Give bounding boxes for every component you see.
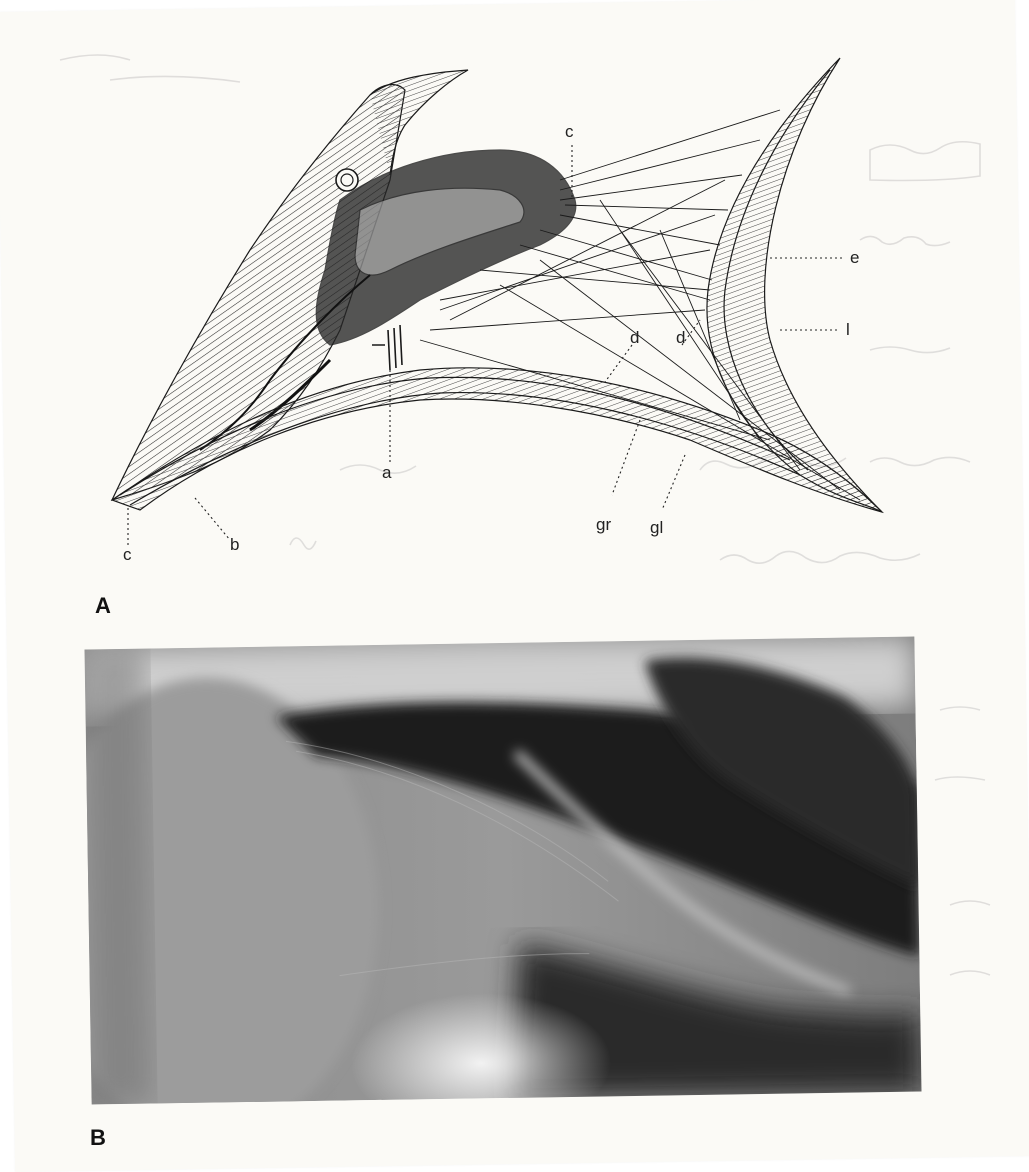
label-l: l [846, 320, 850, 340]
photo-rendering [84, 637, 921, 1105]
label-a: a [382, 463, 391, 483]
panel-label-a: A [95, 593, 111, 619]
label-gr: gr [596, 515, 611, 535]
label-c-bottom: c [123, 545, 132, 565]
label-e: e [850, 248, 859, 268]
small-circle [336, 169, 358, 191]
leader-b [195, 498, 230, 540]
leader-gr [612, 420, 640, 495]
panel-label-b: B [90, 1125, 106, 1151]
label-d-right: d [676, 328, 685, 348]
label-d-left: d [630, 328, 639, 348]
label-b: b [230, 535, 239, 555]
label-gl: gl [650, 518, 663, 538]
photograph-b [84, 637, 921, 1105]
label-c-top: c [565, 122, 574, 142]
leader-gl [662, 455, 685, 510]
